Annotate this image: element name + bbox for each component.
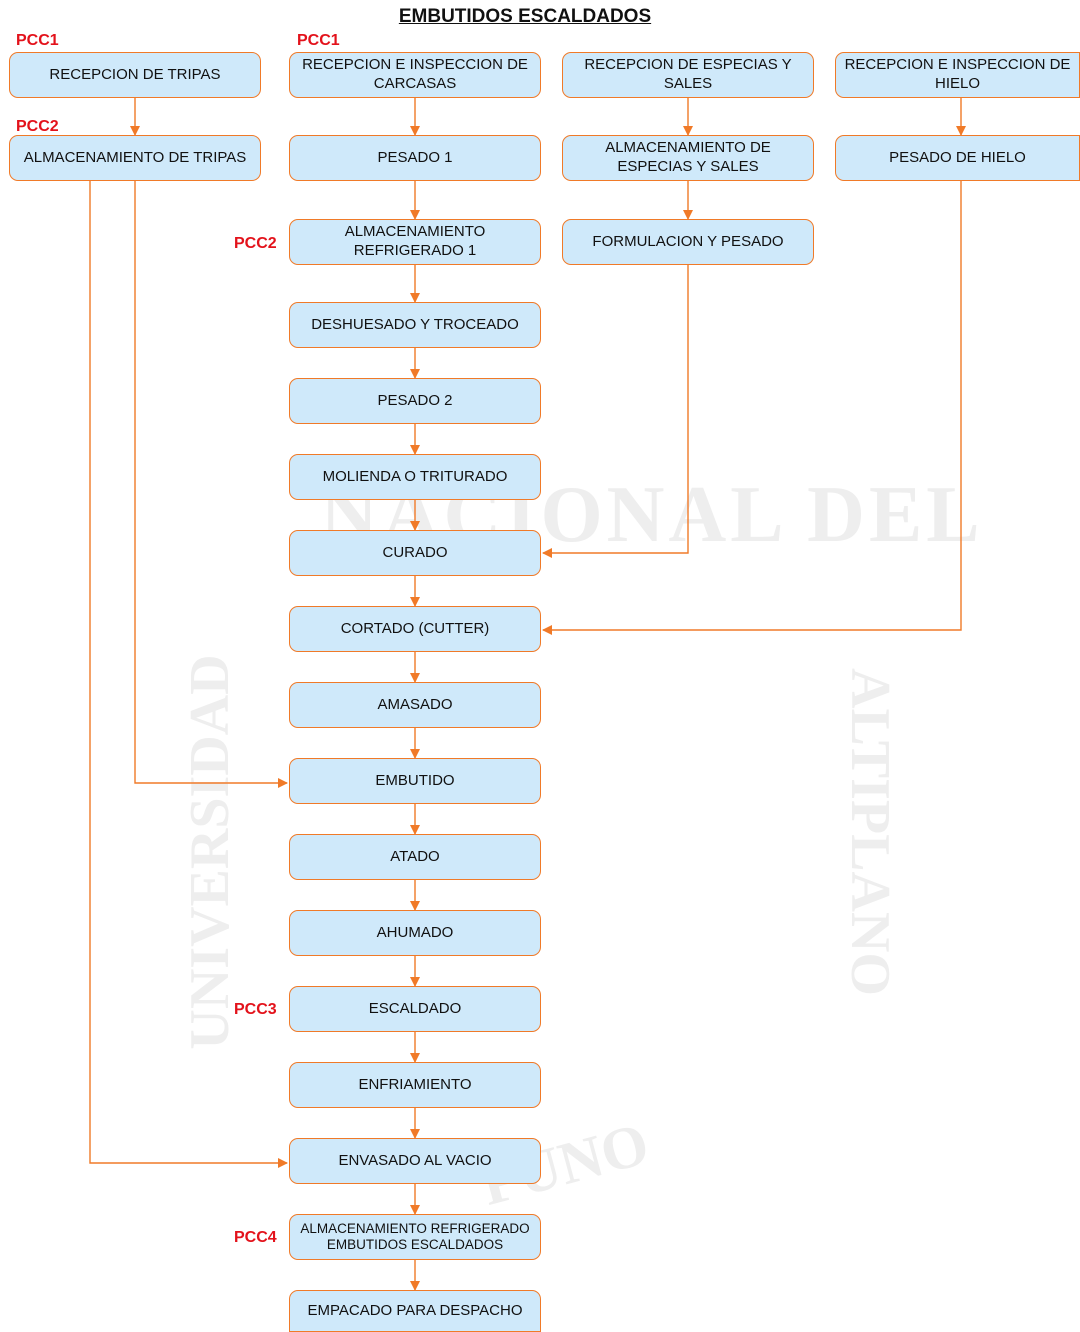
pcc-label: PCC4 <box>234 1229 277 1246</box>
pcc-label: PCC3 <box>234 1001 277 1018</box>
step-formulacion: FORMULACION Y PESADO <box>562 219 814 265</box>
step-label: ALMACENAMIENTO DE ESPECIAS Y SALES <box>605 139 771 175</box>
step-pesado-1: PESADO 1 <box>289 135 541 181</box>
step-recepcion-especias: RECEPCION DE ESPECIAS Y SALES <box>562 52 814 98</box>
step-label: ATADO <box>390 847 440 865</box>
step-label: RECEPCION DE TRIPAS <box>49 65 221 83</box>
step-label: FORMULACION Y PESADO <box>592 232 784 250</box>
step-embutido: EMBUTIDO <box>289 758 541 804</box>
step-recepcion-tripas: RECEPCION DE TRIPAS <box>9 52 261 98</box>
step-label: AMASADO <box>377 695 453 713</box>
step-label: ENVASADO AL VACIO <box>338 1151 492 1169</box>
step-label: MOLIENDA O TRITURADO <box>322 467 508 485</box>
step-almacenamiento-tripas: ALMACENAMIENTO DE TRIPAS <box>9 135 261 181</box>
pcc-label: PCC2 <box>234 235 277 252</box>
step-ahumado: AHUMADO <box>289 910 541 956</box>
step-recepcion-hielo: RECEPCION E INSPECCION DE HIELO <box>835 52 1080 98</box>
pcc-label: PCC1 <box>16 32 59 49</box>
step-cortado: CORTADO (CUTTER) <box>289 606 541 652</box>
step-label: ENFRIAMIENTO <box>358 1075 472 1093</box>
arrow-tripas-embutido <box>134 181 288 788</box>
pcc-label: PCC2 <box>16 118 59 135</box>
arrow-especias-curado <box>542 265 689 558</box>
arrow-tripas-envasado <box>89 181 288 1168</box>
step-escaldado: ESCALDADO <box>289 986 541 1032</box>
step-label: EMPACADO PARA DESPACHO <box>307 1301 523 1319</box>
step-label: RECEPCION DE ESPECIAS Y SALES <box>584 56 792 92</box>
step-label: ALMACENAMIENTO DE TRIPAS <box>23 148 247 166</box>
step-label: ALMACENAMIENTO REFRIGERADO EMBUTIDOS ESC… <box>300 1220 530 1252</box>
step-label: AHUMADO <box>376 923 454 941</box>
step-amasado: AMASADO <box>289 682 541 728</box>
step-label: CORTADO (CUTTER) <box>340 619 490 637</box>
step-label: RECEPCION E INSPECCION DE HIELO <box>844 56 1071 92</box>
step-envasado: ENVASADO AL VACIO <box>289 1138 541 1184</box>
step-label: PESADO DE HIELO <box>889 148 1026 166</box>
step-almacenamiento-final: ALMACENAMIENTO REFRIGERADO EMBUTIDOS ESC… <box>289 1214 541 1260</box>
step-atado: ATADO <box>289 834 541 880</box>
pcc-label: PCC1 <box>297 32 340 49</box>
step-pesado-hielo: PESADO DE HIELO <box>835 135 1080 181</box>
step-label: DESHUESADO Y TROCEADO <box>311 315 519 333</box>
step-label: RECEPCION E INSPECCION DE CARCASAS <box>302 56 528 92</box>
step-curado: CURADO <box>289 530 541 576</box>
step-molienda: MOLIENDA O TRITURADO <box>289 454 541 500</box>
step-label: CURADO <box>382 543 448 561</box>
step-label: PESADO 2 <box>377 391 453 409</box>
step-label: PESADO 1 <box>377 148 453 166</box>
step-label: ALMACENAMIENTO REFRIGERADO 1 <box>344 223 486 259</box>
step-pesado-2: PESADO 2 <box>289 378 541 424</box>
diagram-title: EMBUTIDOS ESCALDADOS <box>398 6 652 27</box>
step-recepcion-carcasas: RECEPCION E INSPECCION DE CARCASAS <box>289 52 541 98</box>
step-enfriamiento: ENFRIAMIENTO <box>289 1062 541 1108</box>
step-label: ESCALDADO <box>368 999 462 1017</box>
step-deshuesado: DESHUESADO Y TROCEADO <box>289 302 541 348</box>
step-almacenamiento-especias: ALMACENAMIENTO DE ESPECIAS Y SALES <box>562 135 814 181</box>
arrow-hielo-cortado <box>542 181 962 635</box>
step-label: EMBUTIDO <box>375 771 455 789</box>
step-empacado: EMPACADO PARA DESPACHO <box>289 1290 541 1332</box>
step-almacenamiento-refrigerado-1: ALMACENAMIENTO REFRIGERADO 1 <box>289 219 541 265</box>
